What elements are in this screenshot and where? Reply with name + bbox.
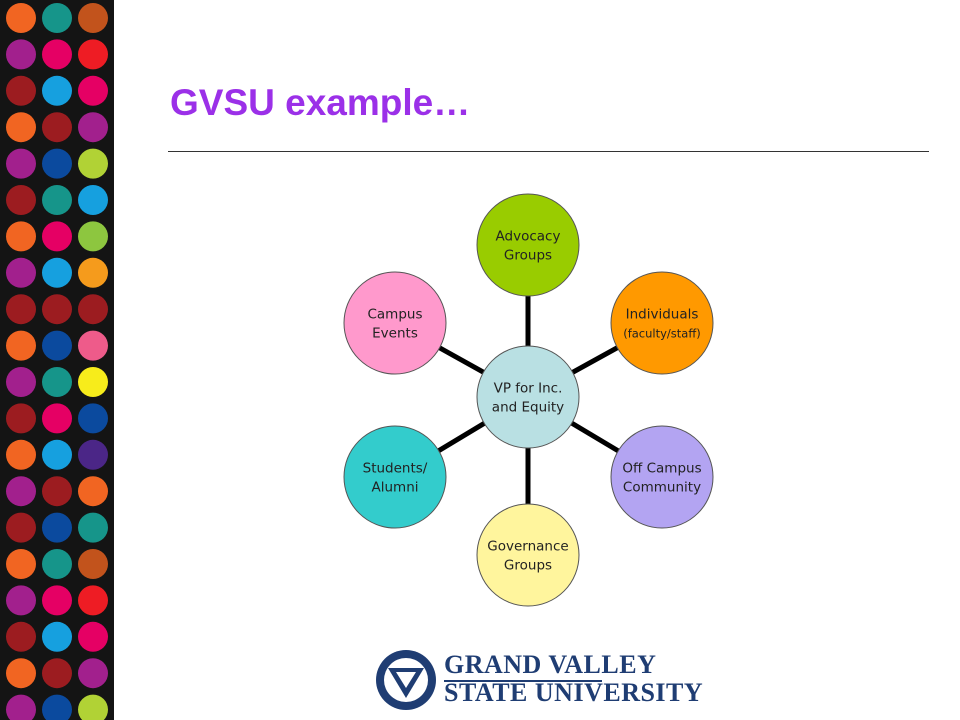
- decorative-dot: [78, 694, 108, 720]
- decorative-dot: [78, 221, 108, 252]
- decorative-dot: [6, 512, 36, 543]
- decorative-dot: [6, 694, 36, 720]
- node-advocacy-label: Advocacy: [496, 229, 561, 245]
- hub-node: VP for Inc. and Equity: [476, 345, 580, 449]
- decorative-dot: [42, 257, 72, 288]
- decorative-dot: [6, 403, 36, 434]
- node-advocacy-label: Groups: [504, 248, 552, 264]
- logo-line-2: STATE UNIVERSITY: [444, 678, 704, 707]
- decorative-dot: [78, 512, 108, 543]
- node-students-label: Students/: [363, 461, 428, 477]
- decorative-dot: [42, 185, 72, 215]
- decorative-dot: [6, 221, 36, 252]
- decorative-dot: [78, 476, 108, 507]
- decorative-dot: [78, 621, 108, 652]
- node-advocacy-circle: [476, 193, 580, 297]
- decorative-dot: [78, 112, 108, 143]
- decorative-dot: [42, 585, 72, 616]
- decorative-dot: [42, 112, 72, 143]
- node-campus-events-label: Events: [372, 326, 418, 342]
- decorative-dot: [78, 257, 108, 288]
- decorative-dot: [78, 75, 108, 106]
- hub-node-label: and Equity: [492, 400, 564, 416]
- decorative-dot: [42, 367, 72, 397]
- decorative-dot: [42, 330, 72, 361]
- diagram-canvas: AdvocacyGroupsIndividuals(faculty/staff)…: [343, 193, 714, 607]
- decorative-dot: [78, 439, 108, 470]
- node-individuals-label: (faculty/staff): [623, 327, 701, 341]
- gvsu-v-shield-icon: [376, 650, 436, 710]
- decorative-dot: [6, 39, 36, 70]
- decorative-dot: [6, 75, 36, 106]
- decorative-dot: [78, 658, 108, 689]
- decorative-dot: [6, 294, 36, 325]
- decorative-dot: [6, 476, 36, 507]
- colored-dots-pattern: [6, 3, 108, 720]
- decorative-dot: [6, 549, 36, 579]
- gvsu-logo: GRAND VALLEY STATE UNIVERSITY: [372, 644, 703, 716]
- decorative-dot: [42, 621, 72, 652]
- decorative-dot: [6, 658, 36, 689]
- decorative-dot: [42, 3, 72, 33]
- slide-title: GVSU example…: [170, 82, 471, 123]
- node-campus-events-label: Campus: [367, 307, 422, 323]
- logo-divider: [444, 680, 602, 682]
- node-off-campus-circle: [610, 425, 714, 529]
- node-individuals-circle: [610, 271, 714, 375]
- node-campus-events-circle: [343, 271, 447, 375]
- decorative-dot: [42, 39, 72, 70]
- node-governance-label: Governance: [487, 539, 568, 555]
- title-divider: [168, 151, 929, 152]
- decorative-dot: [6, 185, 36, 215]
- decorative-dot: [42, 148, 72, 179]
- decorative-dot: [42, 694, 72, 720]
- decorative-dot: [6, 621, 36, 652]
- decorative-dot: [78, 585, 108, 616]
- decorative-dot: [6, 439, 36, 470]
- decorative-dot: [6, 148, 36, 179]
- decorative-dot: [78, 330, 108, 361]
- decorative-dot: [78, 185, 108, 215]
- hub-node-circle: [476, 345, 580, 449]
- decorative-dot: [78, 403, 108, 434]
- decorative-dot: [6, 3, 36, 33]
- decorative-dot: [78, 3, 108, 33]
- decorative-dot: [6, 257, 36, 288]
- decorative-dot: [6, 112, 36, 143]
- decorative-dot: [42, 512, 72, 543]
- hub-node-label: VP for Inc.: [494, 381, 563, 397]
- node-students-circle: [343, 425, 447, 529]
- decorative-dot: [78, 148, 108, 179]
- decorative-dot: [42, 549, 72, 579]
- decorative-dot: [42, 294, 72, 325]
- decorative-dot: [42, 658, 72, 689]
- decorative-dot: [42, 476, 72, 507]
- decorative-dot: [6, 330, 36, 361]
- node-individuals-label: Individuals: [626, 307, 699, 323]
- decorative-dot: [42, 403, 72, 434]
- node-off-campus-label: Community: [623, 480, 701, 496]
- node-students: Students/Alumni: [343, 425, 447, 529]
- decorative-dot: [42, 221, 72, 252]
- decorative-dot: [78, 294, 108, 325]
- node-governance-label: Groups: [504, 558, 552, 574]
- node-governance-circle: [476, 503, 580, 607]
- decorative-dot: [6, 585, 36, 616]
- decorative-sidebar: [0, 0, 114, 720]
- decorative-dot: [78, 39, 108, 70]
- decorative-dot: [42, 439, 72, 470]
- decorative-dot: [42, 75, 72, 106]
- decorative-dot: [6, 367, 36, 397]
- node-students-label: Alumni: [372, 480, 419, 496]
- node-off-campus-label: Off Campus: [622, 461, 701, 477]
- decorative-dot: [78, 549, 108, 579]
- node-individuals: Individuals (faculty/staff): [610, 271, 714, 375]
- logo-line-1: GRAND VALLEY: [444, 650, 657, 679]
- decorative-dot: [78, 367, 108, 397]
